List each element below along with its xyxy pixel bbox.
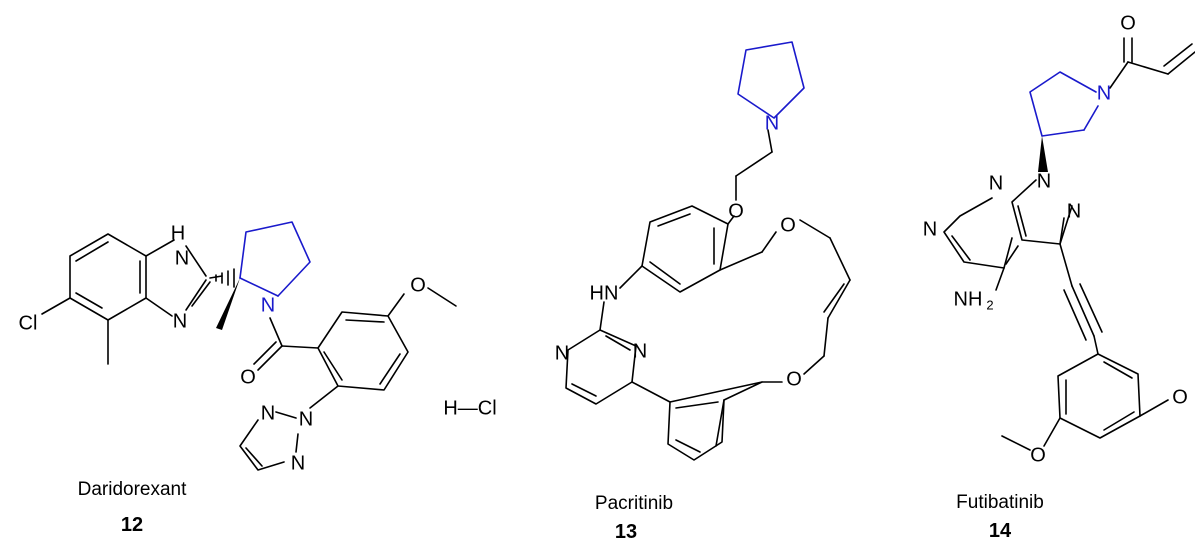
compound-14-atom-labels: O N N N N N NH 2 O O [923,12,1188,466]
atom-label-h: H [171,222,185,244]
atom-label-n: N [1067,200,1081,222]
atom-label-o: O [780,214,796,236]
compound-number-label: 14 [989,520,1012,542]
atom-label-n-triazole: N [299,408,313,430]
compound-14-structure [943,37,1195,451]
compound-name-label: Daridorexant [78,479,187,500]
atom-label-n: N [923,218,937,240]
atom-label-o-methoxy: O [1030,444,1046,466]
atom-label-n-triazole: N [261,402,275,424]
hydrochloride-salt-label: H—Cl [443,397,496,419]
atom-label-o: O [1120,12,1136,34]
compound-number-label: 13 [615,521,637,543]
atom-label-n-triazole: N [291,452,305,474]
atom-label-n: N [1037,170,1051,192]
atom-label-nh2-subscript: 2 [986,297,993,312]
atom-label-nh2: NH [954,288,983,310]
atom-label-n-pyrrolidine: N [261,294,275,316]
compound-13-structure [565,41,851,461]
atom-label-o-methoxy: O [410,274,426,296]
compound-13-atom-labels: N O O O HN N N [555,112,802,390]
atom-label-hn: HN [590,282,619,304]
compound-14-caption: Futibatinib 14 [956,492,1044,542]
atom-label-o-methoxy: O [1172,386,1188,408]
compound-12-structure [41,221,457,471]
atom-label-n-pyrrolidine: N [765,112,779,134]
compound-12-atom-labels: H N N N Cl O O N N N H—Cl [19,222,497,474]
atom-label-n: N [555,342,569,364]
atom-label-n-pyrrolidine: N [1097,82,1111,104]
atom-label-cl: Cl [19,312,38,334]
atom-label-n: N [989,172,1003,194]
compound-13-caption: Pacritinib 13 [595,493,673,543]
compound-name-label: Futibatinib [956,492,1044,513]
atom-label-n: N [175,247,189,269]
atom-label-o: O [728,200,744,222]
compound-12-caption: Daridorexant 12 [78,479,187,536]
atom-label-n: N [633,340,647,362]
atom-label-n: N [173,310,187,332]
atom-label-o: O [786,368,802,390]
atom-label-o: O [240,366,256,388]
compound-name-label: Pacritinib [595,493,673,514]
compound-number-label: 12 [121,514,143,536]
